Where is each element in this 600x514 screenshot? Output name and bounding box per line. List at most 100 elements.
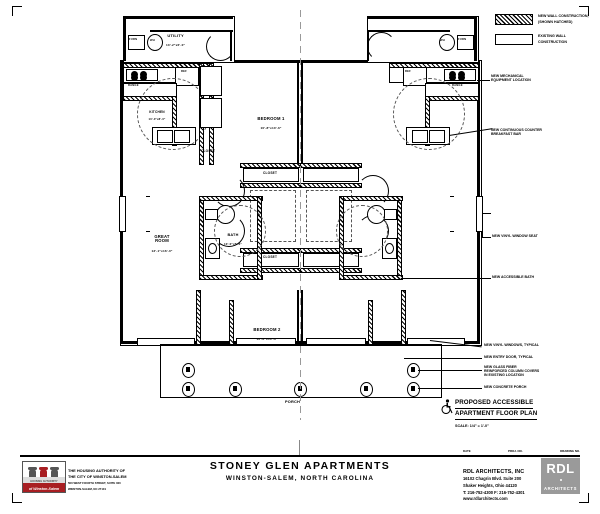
wall-bedroom2-left xyxy=(229,300,235,346)
wheelchair-accessibility-icon xyxy=(441,399,453,414)
field-label-drawing: DRAWING NO. xyxy=(560,449,580,453)
window-sill-bottom-3 xyxy=(306,338,366,346)
closet-rod-right-upper xyxy=(303,168,359,182)
wall-utility-left-side xyxy=(123,16,126,61)
room-label-utility: UTILITY 10'-2"x6'-0" xyxy=(166,33,186,48)
closet-rod-right-lower xyxy=(303,253,359,267)
legend-item-new-wall: NEW WALL CONSTRUCTION, (SHOWN HATCHED) xyxy=(495,14,588,25)
appliance-label-furnace-right: FURN xyxy=(458,38,467,41)
window-seat-left xyxy=(119,196,126,232)
column-core-upper-right xyxy=(410,367,415,372)
water-heater-left xyxy=(147,34,163,51)
owner-name: THE HOUSING AUTHORITY OF THE CITY OF WIN… xyxy=(68,468,127,480)
leader-seat-horz xyxy=(482,213,491,214)
column-core-upper-left xyxy=(185,367,190,372)
logo-text-bottom: of Winston-Salem xyxy=(28,487,60,491)
wall-utility-right-edge xyxy=(367,30,370,61)
crop-mark-bottom-right xyxy=(579,493,589,503)
burner-left-3 xyxy=(131,73,138,81)
rdl-logo-main: RDL xyxy=(546,461,575,476)
burner-right-4 xyxy=(458,73,465,81)
door-swing-hall-left-a xyxy=(213,175,245,207)
furnace-left xyxy=(128,35,145,50)
owner-address: 500 WEST FOURTH STREET, SUITE 300 WINSTO… xyxy=(68,481,121,492)
annotation-windows: NEW VINYL WINDOWS, TYPICAL xyxy=(484,343,539,347)
legend-swatch-plain xyxy=(495,34,533,45)
room-label-kitchen-left: KITCHEN 10'-0"x8'-0" xyxy=(148,109,166,121)
furnace-right xyxy=(457,35,474,50)
logo-figures xyxy=(26,465,62,478)
plan-title-line1: PROPOSED ACCESSIBLE xyxy=(455,398,534,409)
titleblock-field-rule xyxy=(463,454,580,456)
appliance-label-wh-left: WH xyxy=(150,39,155,42)
titleblock-field-headers: DATE PROJ. NO. DRAWING NO. xyxy=(463,449,580,453)
wall-utility-right-side xyxy=(474,16,477,61)
wall-party-upper-b xyxy=(300,63,303,163)
crop-mark-top-right xyxy=(579,6,589,16)
door-swing-hall-right-a xyxy=(357,175,389,207)
annotation-counter: NEW CONTINUOUS COUNTER BREAKFAST BAR xyxy=(491,128,542,137)
plan-title-line2: APARTMENT FLOOR PLAN xyxy=(455,409,538,420)
legend: NEW WALL CONSTRUCTION, (SHOWN HATCHED) E… xyxy=(495,14,588,54)
logo-figure-3 xyxy=(51,469,58,478)
logo-hat-2 xyxy=(39,467,48,470)
room-label-bath: BATH 10'-0"x5'-6" xyxy=(223,233,243,246)
column-core-2 xyxy=(232,386,237,391)
toilet-tank-right xyxy=(384,209,397,220)
logo-text-top: HOUSING AUTHORITY xyxy=(30,479,58,483)
wall-closet-right-bot2 xyxy=(300,268,362,274)
architect-block: RDL ARCHITECTS, INC 16102 Chagrin Blvd. … xyxy=(463,461,525,503)
wall-party-upper xyxy=(297,63,300,163)
crop-mark-bottom-left xyxy=(12,493,22,503)
architect-web: www.rdlarchitects.com xyxy=(463,496,508,502)
annotation-column-covers: NEW GLASS FIBER REINFORCED COLUMN COVERS… xyxy=(484,365,540,378)
wall-utility-right-top xyxy=(367,16,477,19)
wall-bath-right-bot xyxy=(339,275,403,281)
wall-bath-right-vert xyxy=(397,196,403,280)
closet-rod-left-upper xyxy=(243,168,299,182)
field-label-date: DATE xyxy=(463,449,471,453)
rdl-architects-logo: RDL ARCHITECTS xyxy=(541,458,580,494)
plan-scale: SCALE: 1/4" = 1'-0" xyxy=(455,424,489,428)
wall-bath-left-bot xyxy=(199,275,263,281)
turning-radius-bath-left xyxy=(214,205,266,257)
wall-greatroom-right xyxy=(401,290,407,346)
window-right-wall xyxy=(450,196,454,232)
wall-bath-right-top xyxy=(339,196,403,202)
logo-hat-3 xyxy=(50,467,59,470)
column-core-1 xyxy=(185,386,190,391)
architect-address: 16102 Chagrin Blvd. Suite 200 Shaker Hei… xyxy=(463,476,522,488)
annotation-concrete-porch: NEW CONCRETE PORCH xyxy=(484,385,527,389)
room-label-closet-b: CLOSET xyxy=(263,171,278,175)
titleblock-centerline xyxy=(299,440,300,456)
wall-closet-left-bot2 xyxy=(240,268,302,274)
wall-party-lower-b xyxy=(300,290,303,344)
legend-label-existing-wall: EXISTING WALL CONSTRUCTION xyxy=(538,34,567,44)
room-label-closet-a: CLOSET xyxy=(201,149,216,153)
legend-label-new-wall: NEW WALL CONSTRUCTION, (SHOWN HATCHED) xyxy=(538,14,589,24)
wall-bath-left-top xyxy=(199,196,263,202)
housing-authority-logo: HOUSING AUTHORITY of Winston-Salem xyxy=(22,461,66,493)
turning-radius-bath-right xyxy=(336,205,388,257)
window-left-wall xyxy=(146,196,150,232)
room-label-porch: PORCH xyxy=(285,399,301,404)
turning-radius-kitchen-right xyxy=(393,78,465,150)
architect-name: RDL ARCHITECTS, INC xyxy=(463,468,525,475)
window-sill-bottom-1 xyxy=(137,338,195,346)
appliance-label-ref-right: REF xyxy=(405,70,411,73)
appliance-label-ref-left: REF xyxy=(181,70,187,73)
building-centerline xyxy=(299,10,301,420)
leader-column xyxy=(418,370,482,371)
room-label-bedroom1: BEDROOM 1 10'-8"x10'-6" xyxy=(257,115,285,131)
logo-figure-1 xyxy=(29,469,36,478)
legend-item-existing-wall: EXISTING WALL CONSTRUCTION xyxy=(495,34,588,45)
owner-block: THE HOUSING AUTHORITY OF THE CITY OF WIN… xyxy=(68,462,126,492)
annotation-entry-door: NEW ENTRY DOOR, TYPICAL xyxy=(484,355,534,359)
wall-closet-left-bot xyxy=(240,183,302,189)
room-label-bedroom2: BEDROOM 2 10'-8"x10'-6" xyxy=(253,326,281,342)
logo-hat-1 xyxy=(28,467,37,470)
burner-right-3 xyxy=(449,73,456,81)
rdl-logo-dot xyxy=(559,479,562,481)
annotation-mech: NEW MECHANICAL EQUIPMENT LOCATION xyxy=(491,74,531,83)
